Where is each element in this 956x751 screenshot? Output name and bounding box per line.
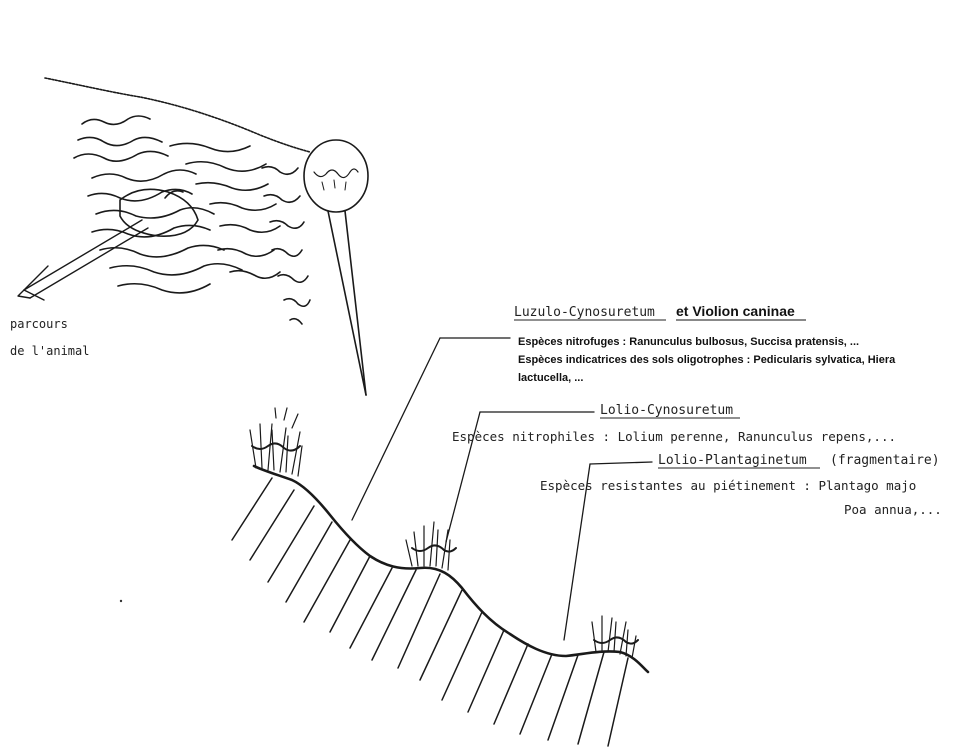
luzulo-species-line3: lactucella, ... [518, 372, 583, 384]
lolio-plantaginetum-title: Lolio-Plantaginetum [658, 453, 807, 468]
lolio-plantaginetum-species-line1: Espèces resistantes au piétinement : Pla… [540, 478, 916, 493]
lolio-plantaginetum-species-line2: Poa annua,... [844, 502, 942, 517]
animal-sketch-cluster [45, 78, 310, 324]
lolio-cynosuretum-title: Lolio-Cynosuretum [600, 403, 733, 418]
luzulo-species-line1: Espèces nitrofuges : Ranunculus bulbosus… [518, 336, 859, 348]
violion-title: et Violion caninae [676, 303, 795, 319]
stray-dot [120, 600, 122, 602]
ground-profile [254, 466, 648, 672]
luzulo-species-line2: Espèces indicatrices des sols oligotroph… [518, 354, 896, 366]
luzulo-title: Luzulo-Cynosuretum [514, 305, 655, 320]
animal-path-arrow [18, 220, 148, 300]
magnifier-circle [304, 140, 368, 395]
grass-tuft-middle [406, 522, 456, 570]
grass-tuft-left [250, 408, 302, 476]
lolio-plantaginetum-note: (fragmentaire) [830, 453, 940, 468]
animal-path-label-line1: parcours [10, 317, 68, 331]
animal-path-label-line2: de l'animal [10, 344, 89, 358]
lolio-cynosuretum-species: Espèces nitrophiles : Lolium perenne, Ra… [452, 429, 896, 444]
